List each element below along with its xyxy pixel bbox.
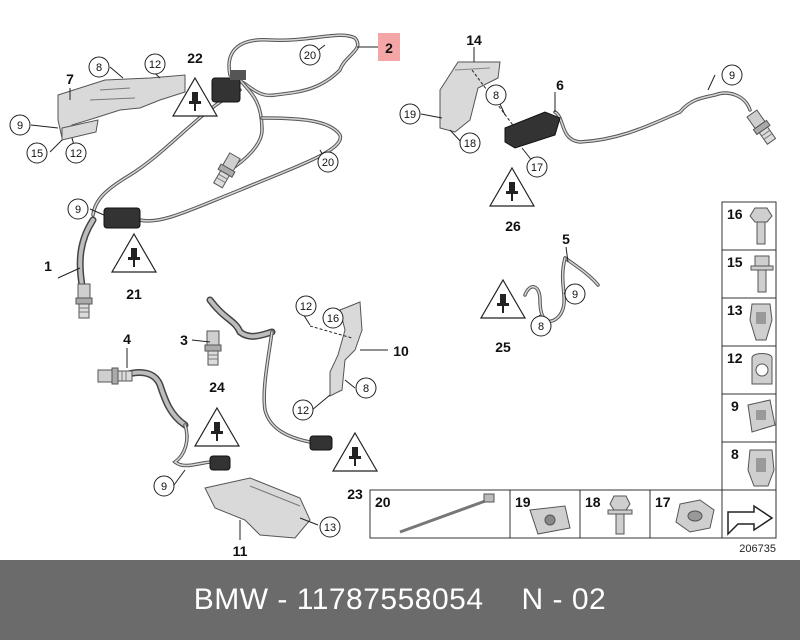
callout-9-b: 9 <box>17 120 23 132</box>
warning-triangle-25 <box>480 279 526 319</box>
callout-22: 22 <box>187 50 203 66</box>
highlight-box <box>378 33 400 61</box>
bracket-11 <box>204 477 311 539</box>
callout-8-c: 8 <box>363 383 369 395</box>
callout-15: 15 <box>31 148 43 160</box>
bolt-icon <box>749 207 773 245</box>
legend-item-15: 15 <box>727 254 743 270</box>
clip-icon <box>749 303 773 341</box>
callout-11: 11 <box>233 543 248 559</box>
callout-19: 19 <box>404 109 416 121</box>
callout-1: 1 <box>44 258 52 274</box>
warning-triangle-24 <box>194 407 240 447</box>
callout-9-a: 9 <box>75 204 81 216</box>
callout-16: 16 <box>327 313 339 325</box>
callout-20-a: 20 <box>304 50 316 62</box>
cable-clip-icon <box>751 353 773 385</box>
callout-3: 3 <box>180 332 188 348</box>
legend-item-13: 13 <box>727 302 743 318</box>
callout-10: 10 <box>393 343 409 359</box>
clip-nut-icon <box>529 505 571 535</box>
bracket-7 <box>57 74 186 141</box>
callout-12-c: 12 <box>149 59 161 71</box>
legend-item-17: 17 <box>655 494 671 510</box>
speed-nut-icon <box>747 399 776 433</box>
callout-18: 18 <box>464 138 476 150</box>
callout-25: 25 <box>495 339 511 355</box>
callout-12-a: 12 <box>297 405 309 417</box>
footer-part-number: 11787558054 <box>296 583 484 616</box>
flange-bolt-icon <box>750 255 774 293</box>
callout-12-b: 12 <box>300 301 312 313</box>
footer-brand: BMW <box>193 583 269 616</box>
callout-24: 24 <box>209 379 225 395</box>
callout-13: 13 <box>324 522 336 534</box>
fastener-legend-bottom: 20 19 18 17 206735 <box>369 489 777 555</box>
bracket-10 <box>309 301 363 397</box>
callout-21: 21 <box>126 286 142 302</box>
warning-triangle-23 <box>332 432 378 472</box>
callout-12-d: 12 <box>70 148 82 160</box>
legend-item-18: 18 <box>585 494 601 510</box>
direction-arrow-icon <box>727 504 774 536</box>
callout-26: 26 <box>505 218 521 234</box>
legend-item-20: 20 <box>375 494 391 510</box>
cable-tie-icon <box>399 493 495 534</box>
bracket-14 <box>439 61 501 133</box>
footer-page: N - 02 <box>521 583 607 616</box>
connector-6 <box>504 111 561 149</box>
callout-23: 23 <box>347 486 363 502</box>
diagram-reference-number: 206735 <box>739 543 776 555</box>
callout-8-d: 8 <box>538 321 544 333</box>
parts-diagram: 1 2 3 4 5 6 7 10 11 14 22 21 26 25 24 23… <box>9 32 779 559</box>
callout-8-a: 8 <box>96 62 102 74</box>
footer-bar: BMW - 11787558054 N - 02 <box>0 560 800 640</box>
legend-item-8: 8 <box>731 446 739 462</box>
callout-2: 2 <box>385 40 393 56</box>
callout-8-b: 8 <box>493 90 499 102</box>
connector-mid <box>103 207 141 229</box>
hex-nut-icon <box>675 499 715 533</box>
warning-triangle-26 <box>489 167 535 207</box>
legend-item-12: 12 <box>727 350 743 366</box>
callout-9-d: 9 <box>572 289 578 301</box>
connector-top <box>211 70 246 103</box>
callout-9-e: 9 <box>161 481 167 493</box>
legend-item-16: 16 <box>727 206 743 222</box>
callout-7: 7 <box>66 71 74 87</box>
callout-5: 5 <box>562 231 570 247</box>
callout-6: 6 <box>556 77 564 93</box>
callout-14: 14 <box>466 32 482 48</box>
fastener-legend-side: 16 15 13 12 9 8 <box>721 201 777 491</box>
callout-4: 4 <box>123 331 131 347</box>
callout-20-b: 20 <box>322 157 334 169</box>
legend-item-19: 19 <box>515 494 531 510</box>
callout-17: 17 <box>531 162 543 174</box>
warning-triangle-21 <box>111 233 157 273</box>
spring-clip-icon <box>747 449 775 487</box>
hex-bolt-icon <box>607 495 633 535</box>
callout-9-c: 9 <box>729 70 735 82</box>
legend-item-9: 9 <box>731 398 739 414</box>
